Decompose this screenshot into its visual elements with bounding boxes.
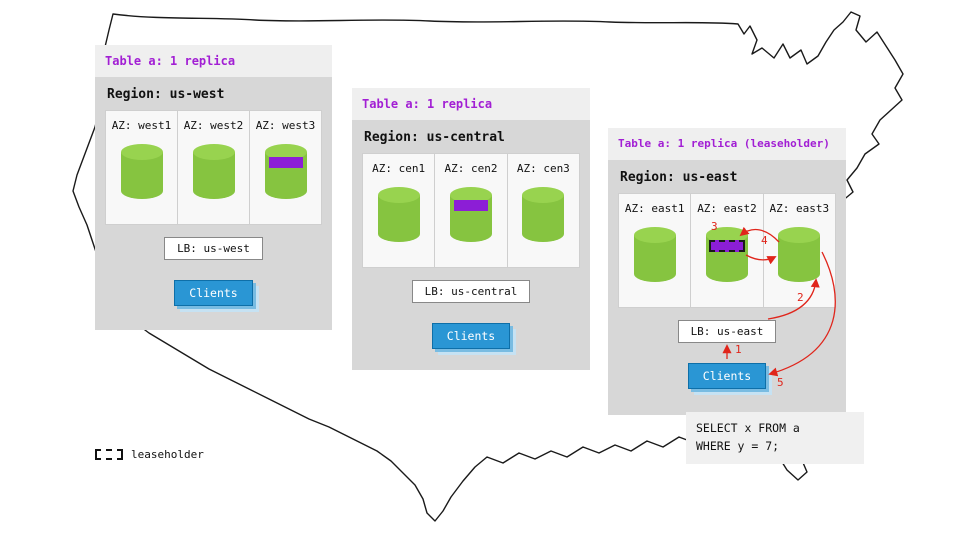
load-balancer-us-central: LB: us-central	[411, 280, 531, 303]
database-cylinder	[191, 142, 237, 200]
az-cell-cen2: AZ: cen2	[434, 154, 506, 267]
load-balancer-us-east: LB: us-east	[677, 320, 777, 343]
az-label: AZ: west3	[255, 119, 316, 132]
clients-node-us-west: Clients	[174, 280, 253, 306]
table-replica-header: Table a: 1 replica	[352, 88, 590, 120]
load-balancer-us-west: LB: us-west	[164, 237, 263, 260]
table-replica-header: Table a: 1 replica (leaseholder)	[608, 128, 846, 160]
az-cell-cen1: AZ: cen1	[363, 154, 434, 267]
az-label: AZ: east3	[769, 202, 830, 215]
database-cylinder	[119, 142, 165, 200]
database-cylinder	[776, 225, 822, 283]
leaseholder-replica-badge	[708, 240, 745, 252]
cylinder-icon	[264, 144, 307, 199]
az-label: AZ: cen2	[444, 162, 498, 175]
region-panel-us-east: Table a: 1 replica (leaseholder) Region:…	[608, 128, 846, 415]
cylinder-icon	[192, 144, 235, 199]
clients-node-us-east: Clients	[687, 363, 767, 389]
cylinder-icon	[633, 227, 676, 282]
az-label: AZ: east2	[697, 202, 757, 215]
az-label: AZ: east1	[624, 202, 685, 215]
cylinder-icon	[449, 187, 492, 242]
cylinder-icon	[522, 187, 565, 242]
region-title-us-east: Region: us-east	[620, 170, 738, 185]
database-cylinder	[632, 225, 678, 283]
az-label: AZ: west2	[183, 119, 244, 132]
sql-line-2: WHERE y = 7;	[696, 438, 780, 453]
clients-node-us-central: Clients	[431, 323, 511, 349]
table-replica-label: Table a: 1 replica	[362, 97, 493, 111]
legend-label: leaseholder	[131, 448, 204, 461]
database-cylinder	[704, 225, 750, 283]
database-cylinder	[376, 185, 422, 243]
az-cell-west2: AZ: west2	[177, 111, 249, 224]
table-replica-header: Table a: 1 replica	[95, 45, 332, 77]
az-cell-west1: AZ: west1	[106, 111, 177, 224]
sql-line-1: SELECT x FROM a	[696, 421, 800, 435]
table-replica-label: Table a: 1 replica	[105, 54, 236, 68]
table-replica-label: Table a: 1 replica (leaseholder)	[618, 137, 830, 150]
cylinder-icon	[778, 227, 821, 282]
leaseholder-legend: leaseholder	[95, 448, 204, 461]
database-cylinder	[263, 142, 309, 200]
replica-badge	[268, 157, 303, 168]
az-row-us-west: AZ: west1 AZ: west2 AZ: west3	[105, 110, 322, 225]
az-label: AZ: cen1	[372, 162, 426, 175]
az-row-us-central: AZ: cen1 AZ: cen2 AZ: cen3	[362, 153, 580, 268]
arrow-label-2: 2	[797, 291, 804, 304]
az-cell-east1: AZ: east1	[619, 194, 690, 307]
region-title-us-west: Region: us-west	[107, 87, 225, 102]
region-panel-us-central: Table a: 1 replica Region: us-central AZ…	[352, 88, 590, 370]
cylinder-icon	[377, 187, 420, 242]
arrow-label-3: 3	[711, 220, 718, 233]
database-cylinder	[520, 185, 566, 243]
az-label: AZ: cen3	[516, 162, 570, 175]
leaseholder-swatch-icon	[95, 449, 123, 460]
cylinder-icon	[120, 144, 163, 199]
az-label: AZ: west1	[111, 119, 172, 132]
cylinder-icon	[705, 227, 748, 282]
az-cell-west3: AZ: west3	[249, 111, 321, 224]
az-cell-cen3: AZ: cen3	[506, 154, 579, 267]
region-title-us-central: Region: us-central	[364, 130, 505, 145]
replica-badge	[453, 200, 488, 211]
arrow-label-5: 5	[777, 376, 784, 389]
arrow-label-1: 1	[735, 343, 742, 356]
region-panel-us-west: Table a: 1 replica Region: us-west AZ: w…	[95, 45, 332, 330]
arrow-label-4: 4	[761, 234, 768, 247]
database-cylinder	[448, 185, 494, 243]
az-cell-east2: AZ: east2	[690, 194, 762, 307]
sql-query-box: SELECT x FROM a WHERE y = 7;	[686, 412, 864, 464]
